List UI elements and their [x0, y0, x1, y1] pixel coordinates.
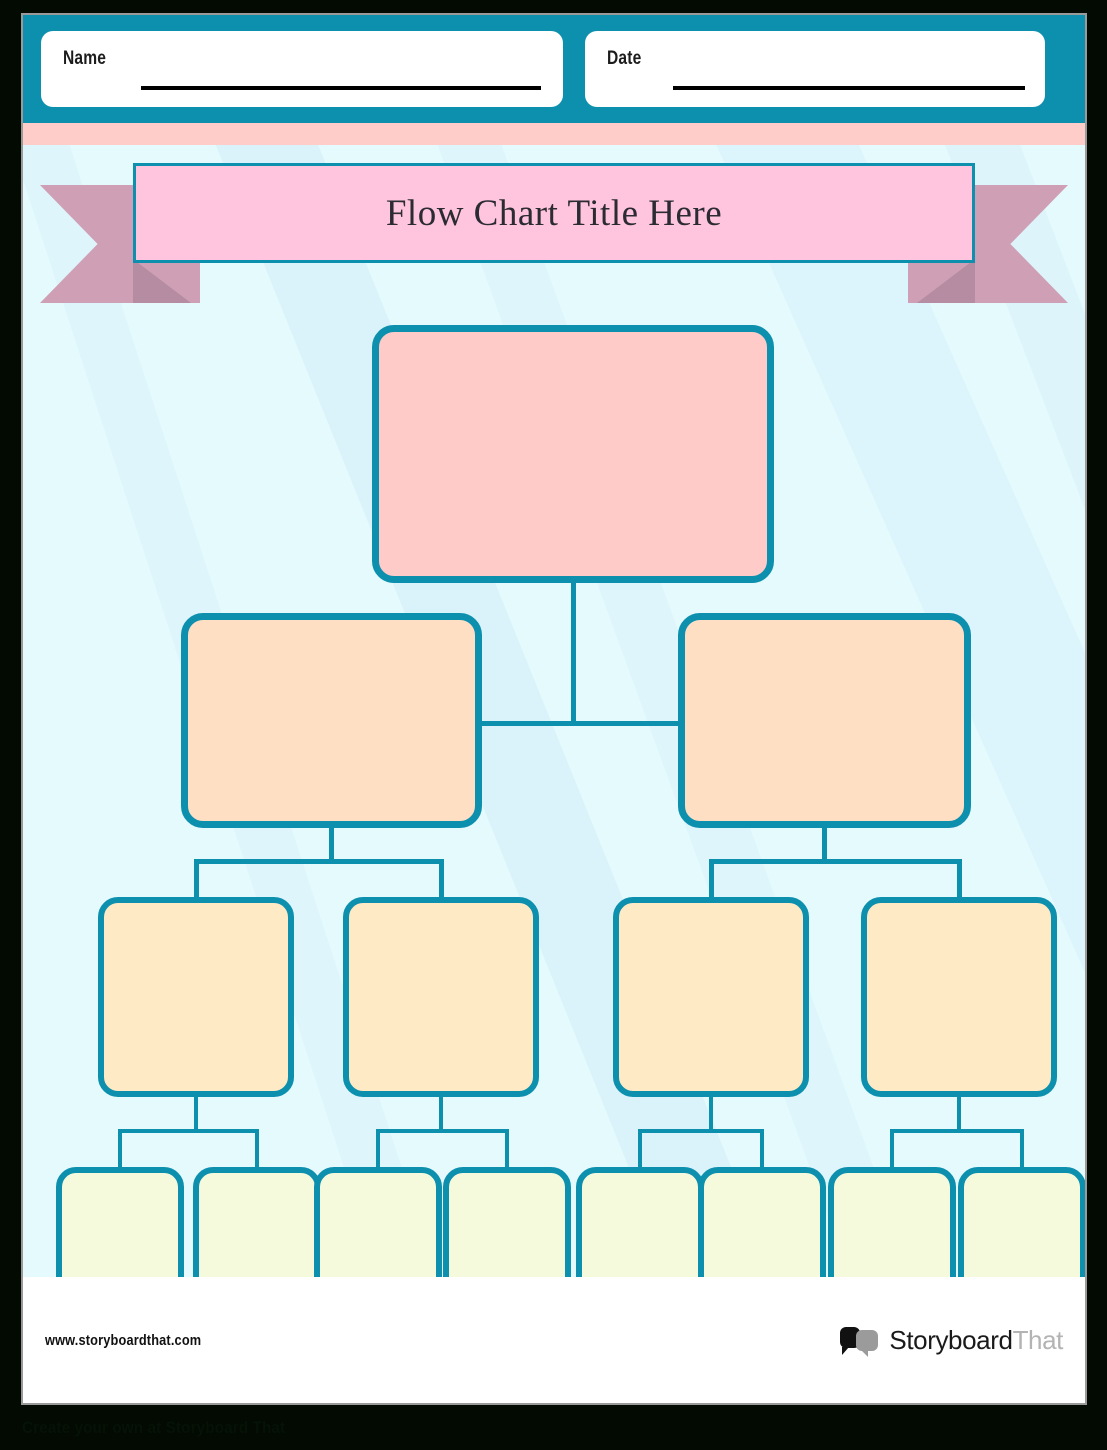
- connector-l3a-stem: [194, 1097, 198, 1133]
- flow-node-level4[interactable]: [193, 1167, 321, 1277]
- connector-l3d-bar: [890, 1128, 1024, 1133]
- connector-l3b-drop-right: [505, 1128, 509, 1169]
- connector-l2b-bar: [708, 859, 962, 865]
- connector-l1-stem: [570, 583, 576, 726]
- title-banner: Flow Chart Title Here: [23, 163, 1085, 323]
- connector-l3c-bar: [638, 1128, 764, 1133]
- date-field[interactable]: Date: [585, 31, 1045, 107]
- connector-l2a-bar: [193, 859, 444, 865]
- date-field-rule: [673, 86, 1025, 90]
- logo-text-secondary: That: [1012, 1324, 1064, 1355]
- flow-node-level2[interactable]: [181, 613, 482, 828]
- connector-l3d-drop-left: [890, 1128, 894, 1169]
- storyboardthat-logo: StoryboardThat: [840, 1325, 1063, 1357]
- connector-l3b-bar: [376, 1128, 509, 1133]
- connector-l3a-drop-left: [118, 1128, 122, 1169]
- connector-l3b-stem: [439, 1097, 443, 1133]
- connector-l3d-drop-right: [1020, 1128, 1024, 1169]
- logo-wordmark: StoryboardThat: [889, 1325, 1063, 1356]
- connector-l2b-stem: [822, 828, 827, 865]
- pink-divider-strip: [23, 123, 1085, 145]
- flow-node-level4[interactable]: [576, 1167, 704, 1277]
- flow-node-level3[interactable]: [343, 897, 539, 1097]
- footer-website-url[interactable]: www.storyboardthat.com: [45, 1331, 202, 1349]
- name-field-rule: [141, 86, 541, 90]
- date-field-label: Date: [607, 48, 642, 69]
- flow-node-level4[interactable]: [314, 1167, 442, 1277]
- connector-l3d-stem: [957, 1097, 961, 1133]
- header-band: Name Date: [23, 15, 1085, 123]
- footer: www.storyboardthat.com StoryboardThat: [23, 1277, 1085, 1403]
- flow-node-level1[interactable]: [372, 325, 774, 583]
- flow-chart: [23, 145, 1085, 1277]
- connector-l3c-stem: [709, 1097, 713, 1133]
- flow-node-level3[interactable]: [613, 897, 809, 1097]
- flow-node-level3[interactable]: [861, 897, 1057, 1097]
- flow-node-level4[interactable]: [828, 1167, 956, 1277]
- page-caption: Create your own at Storyboard That: [22, 1418, 286, 1437]
- connector-l1-bar: [482, 720, 678, 726]
- flow-node-level4[interactable]: [443, 1167, 571, 1277]
- connector-l2a-drop-right: [438, 859, 444, 899]
- connector-l3c-drop-left: [638, 1128, 642, 1169]
- connector-l3b-drop-left: [376, 1128, 380, 1169]
- connector-l3a-drop-right: [255, 1128, 259, 1169]
- flow-node-level2[interactable]: [678, 613, 971, 828]
- flow-node-level4[interactable]: [56, 1167, 184, 1277]
- connector-l2a-stem: [329, 828, 334, 865]
- flow-node-level3[interactable]: [98, 897, 294, 1097]
- worksheet-body: Flow Chart Title Here: [23, 145, 1085, 1277]
- worksheet-page: Name Date Flow Chart Title Here: [21, 13, 1087, 1405]
- connector-l3c-drop-right: [760, 1128, 764, 1169]
- flow-chart-title: Flow Chart Title Here: [385, 192, 723, 234]
- ribbon-body[interactable]: Flow Chart Title Here: [133, 163, 975, 263]
- connector-l2a-drop-left: [193, 859, 199, 899]
- name-field-label: Name: [63, 48, 107, 69]
- connector-l2b-drop-right: [956, 859, 962, 899]
- speech-bubbles-icon: [840, 1325, 880, 1357]
- connector-l2b-drop-left: [708, 859, 714, 899]
- logo-text-primary: Storyboard: [889, 1324, 1013, 1355]
- name-field[interactable]: Name: [41, 31, 563, 107]
- connector-l3a-bar: [118, 1128, 259, 1133]
- flow-node-level4[interactable]: [698, 1167, 826, 1277]
- flow-node-level4[interactable]: [958, 1167, 1085, 1277]
